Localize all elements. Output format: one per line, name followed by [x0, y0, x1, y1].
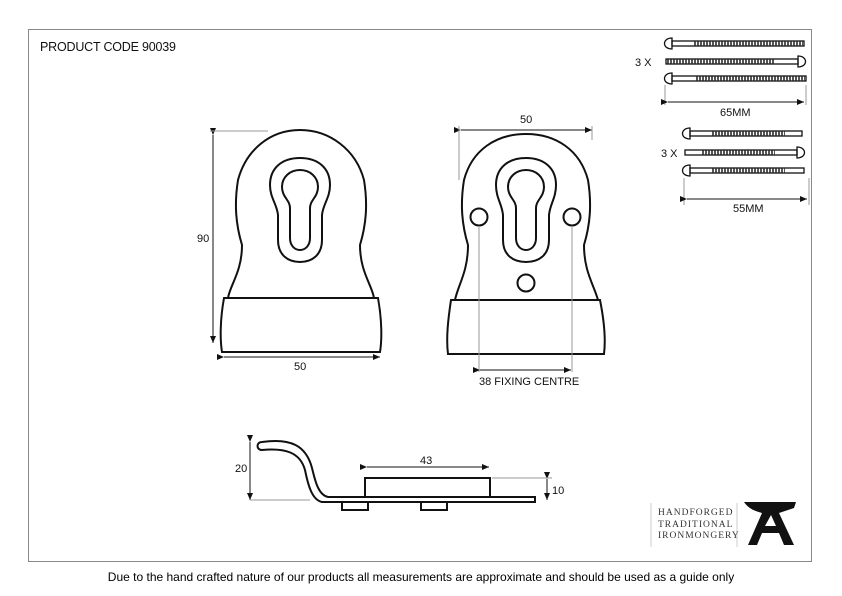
front-view: [219, 128, 383, 353]
front-width-label: 50: [294, 361, 307, 373]
brand-text: HANDFORGED TRADITIONAL IRONMONGERY: [658, 508, 740, 541]
side-height-label: 20: [235, 463, 248, 475]
side-depth-label: 10: [552, 485, 565, 497]
side-view: [256, 440, 536, 511]
side-dims: [247, 435, 552, 501]
rear-width-label: 50: [520, 114, 533, 126]
fixing-centre-label: 38 FIXING CENTRE: [479, 376, 580, 388]
disclaimer: Due to the hand crafted nature of our pr…: [107, 570, 735, 584]
rear-dims: [454, 126, 593, 373]
front-height-label: 90: [197, 233, 210, 245]
rear-view: [446, 132, 606, 355]
product-code: PRODUCT CODE 90039: [40, 40, 176, 54]
screws-55mm: [681, 127, 806, 177]
drawing-frame: [28, 29, 812, 562]
dim-55mm: [680, 178, 810, 205]
front-dims: [210, 128, 380, 360]
side-length-label: 43: [420, 455, 433, 467]
screw-set2-length: 55MM: [733, 203, 764, 215]
screws-65mm: [663, 37, 807, 85]
screw-set2-qty: 3 X: [661, 148, 678, 160]
screw-set1-length: 65MM: [720, 107, 751, 119]
dim-65mm: [661, 85, 807, 105]
screw-set1-qty: 3 X: [635, 57, 652, 69]
anvil-logo-icon: [744, 502, 796, 545]
